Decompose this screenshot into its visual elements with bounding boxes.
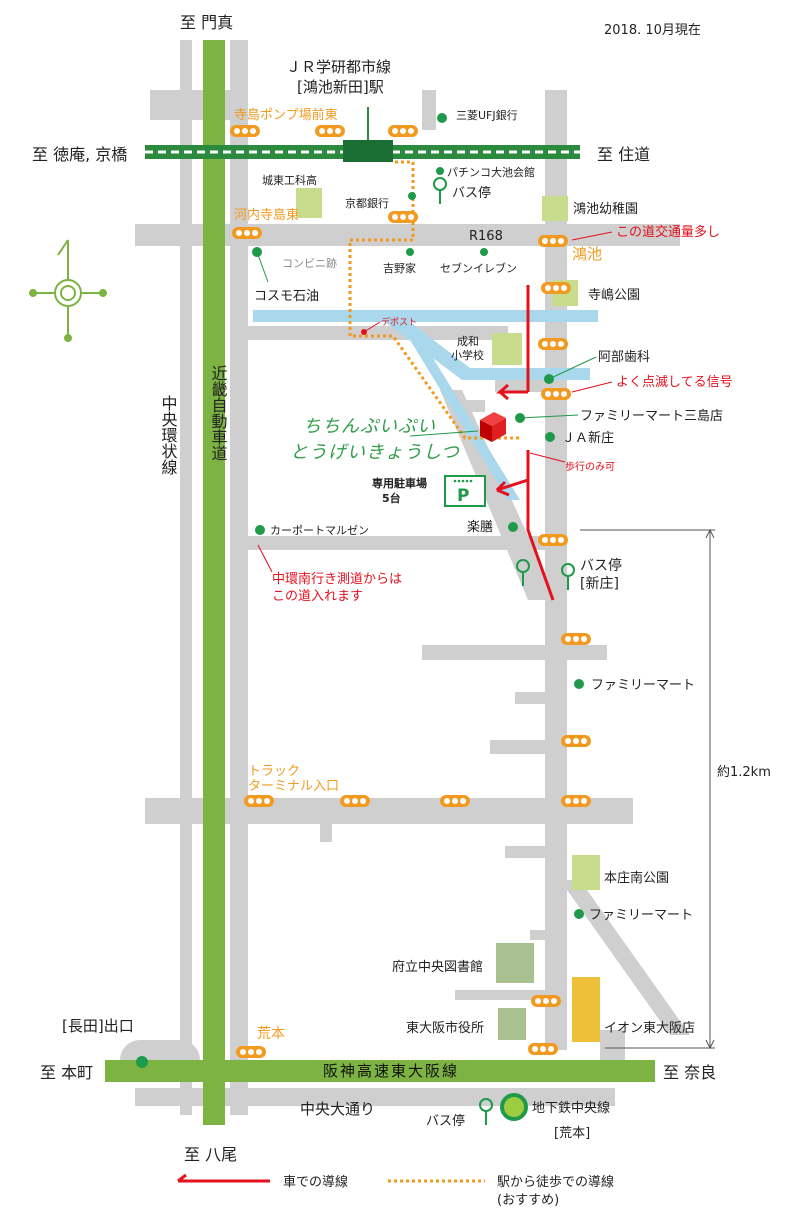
legend-walk-1: 駅から徒歩での導線 <box>497 1174 614 1190</box>
lm-bus-shinjo-2: [新庄] <box>580 575 619 592</box>
dir-south: 至 八尾 <box>184 1145 237 1164</box>
nagata-exit: [長田]出口 <box>62 1017 134 1035</box>
dir-se: 至 奈良 <box>663 1063 716 1082</box>
walking-route <box>348 160 522 440</box>
lm-seiwa-2: 小学校 <box>451 348 484 362</box>
lm-depost: デポスト <box>381 316 417 328</box>
dir-west: 至 徳庵, 京橋 <box>32 145 127 164</box>
lm-rakuzen: 楽膳 <box>467 519 493 535</box>
lm-ja: ＪＡ新庄 <box>562 430 614 446</box>
lm-abe-dental: 阿部歯科 <box>598 350 650 365</box>
kinki-label: 近畿自動車道 <box>209 365 228 461</box>
note-leaders <box>257 231 613 573</box>
legend-walk-2: (おすすめ) <box>497 1193 559 1208</box>
compass-icon <box>29 239 107 342</box>
lm-pachinko: パチンコ大池会館 <box>447 165 535 179</box>
note-blinking: よく点滅してる信号 <box>616 375 733 390</box>
lm-city-office: 東大阪市役所 <box>406 1020 484 1036</box>
lm-seiwa-1: 成和 <box>457 335 479 348</box>
hanshin-label: 阪神高速東大阪線 <box>323 1062 459 1080</box>
parking-p: P <box>457 486 469 506</box>
shop-marker <box>480 412 506 442</box>
lm-bus-shinjo-1: バス停 <box>580 557 622 574</box>
lm-carport: カーポートマルゼン <box>270 524 369 537</box>
lm-aeon: イオン東大阪店 <box>604 1020 695 1036</box>
note-distance: 約1.2km <box>717 765 771 780</box>
note-side-road-1: 中環南行き測道からは <box>272 571 402 587</box>
lm-library: 府立中央図書館 <box>392 960 483 975</box>
lm-bus-north: バス停 <box>452 185 491 201</box>
parking-count: 5台 <box>382 491 401 505</box>
subway-station-icon <box>500 1093 528 1121</box>
shop-leader <box>409 430 479 437</box>
leader-lines <box>256 251 597 419</box>
parking-sign: P <box>444 475 486 507</box>
int-kawachi: 河内寺島東 <box>234 207 299 223</box>
date-note: 2018. 10月現在 <box>604 23 701 38</box>
dir-north: 至 門真 <box>180 13 233 32</box>
lm-yoshinoya: 吉野家 <box>383 261 416 275</box>
note-side-road-2: この道入れます <box>272 589 363 604</box>
dir-east: 至 住道 <box>597 145 650 164</box>
lm-famima-3: ファミリーマート <box>589 908 693 923</box>
distance-bracket <box>580 528 715 1050</box>
lm-subway-2: [荒本] <box>554 1126 590 1141</box>
int-konoike: 鴻池 <box>572 245 602 263</box>
lm-cosmo: コスモ石油 <box>254 289 319 304</box>
lm-seven: セブンイレブン <box>440 261 517 275</box>
station-line2: [鴻池新田]駅 <box>297 78 384 96</box>
note-traffic-heavy: この道交通量多し <box>616 224 720 240</box>
shop-name-2: とうげいきょうしつ <box>290 442 460 463</box>
river <box>253 310 598 500</box>
lm-honjo-park: 本庄南公園 <box>604 870 669 886</box>
lm-famima-mishima: ファミリーマート三島店 <box>580 409 723 424</box>
parking-title: 専用駐車場 <box>372 476 427 490</box>
r168-label: R168 <box>469 229 503 244</box>
int-terajima: 寺島ポンプ場前東 <box>234 107 338 123</box>
shop-name-1: ちちんぷいぷい <box>303 416 436 437</box>
lm-kyoto-bank: 京都銀行 <box>345 196 389 210</box>
lm-mufg: 三菱UFJ銀行 <box>456 108 518 122</box>
dir-sw: 至 本町 <box>40 1063 93 1082</box>
lm-terajima-park: 寺嶋公園 <box>588 288 640 303</box>
lm-joto: 城東工科高 <box>262 173 317 187</box>
lm-subway-1: 地下鉄中央線 <box>532 1100 610 1116</box>
legend-car: 車での導線 <box>283 1174 348 1190</box>
chuo-kanjo-label: 中央環状線 <box>159 395 178 475</box>
blocks <box>296 188 600 1042</box>
int-aramoto: 荒本 <box>257 1026 285 1042</box>
railway <box>145 107 580 162</box>
lm-bus-south: バス停 <box>426 1113 465 1129</box>
lm-famima-2: ファミリーマート <box>591 678 695 693</box>
int-truck-2: ターミナル入口 <box>248 779 339 794</box>
int-truck-1: トラック <box>248 764 300 779</box>
lm-conv-site: コンビニ跡 <box>282 256 337 270</box>
car-route <box>495 285 555 601</box>
note-walk-only: 歩行のみ可 <box>565 460 615 473</box>
lm-konoike-kinder: 鴻池幼稚園 <box>573 202 638 217</box>
station-line1: ＪＲ学研都市線 <box>286 58 391 76</box>
expressways <box>105 40 655 1125</box>
chuo-odori-label: 中央大通り <box>300 1100 375 1118</box>
